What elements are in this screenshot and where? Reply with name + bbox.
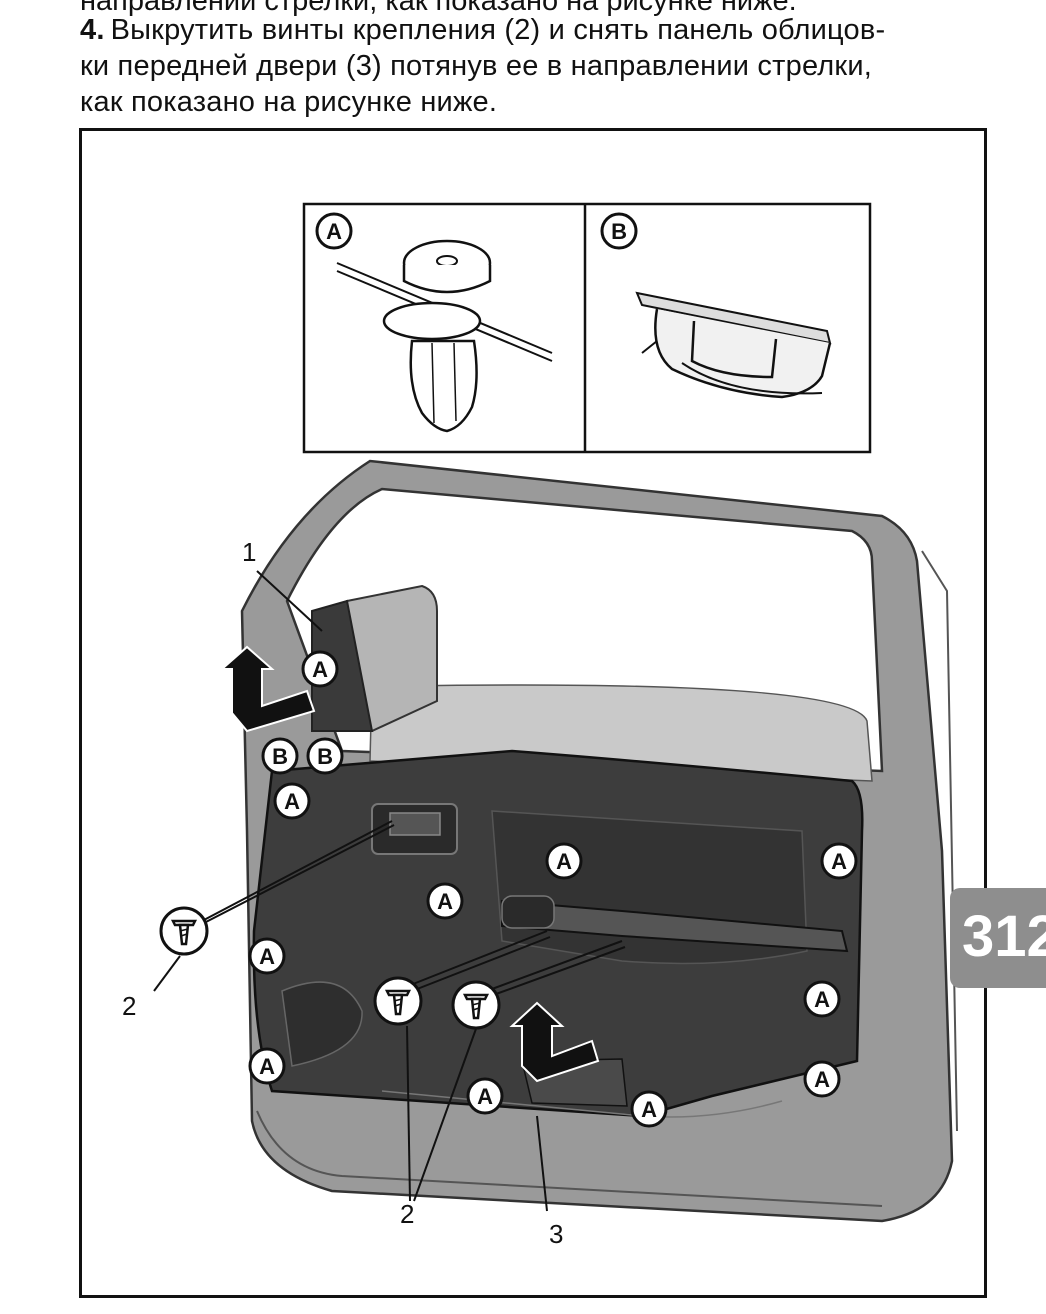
screw-marker-center [373,976,423,1026]
clip-a-marker [820,842,858,880]
clip-a-marker [803,1060,841,1098]
screw-marker-left [159,906,209,956]
clip-a-marker [545,842,583,880]
inset-b-label: B [600,212,638,250]
clip-a-marker [273,782,311,820]
inset-b-clip-drawing [635,291,832,399]
leader-lines [153,570,626,1212]
step-number: 4. [80,14,105,46]
door-trim-panel [252,749,864,1118]
callout-1: 1 [242,537,256,567]
callout-2-left: 2 [122,991,136,1021]
instruction-line-1-text: Выкрутить винты крепления (2) и снять па… [110,14,886,46]
clip-a-marker [248,1047,286,1085]
inset-panels: A B [302,202,872,454]
door-panel-illustration: A B [122,202,958,1249]
clip-a-marker [630,1090,668,1128]
mirror-cover [346,584,438,732]
clip-b-marker [306,737,344,775]
instruction-line-1: 4.Выкрутить винты крепления (2) и снять … [80,12,992,48]
instruction-line-2: ки передней двери (3) потянув ее в напра… [80,50,872,82]
clip-a-marker [426,882,464,920]
cutoff-previous-line: направлении стрелки, как показано на рис… [80,0,797,17]
page-number-tab: 312 [950,888,1046,988]
clip-a-marker [301,650,339,688]
svg-text:B: B [611,219,627,244]
inset-a-clip-drawing [336,239,553,433]
pull-direction-arrow-lower [509,1001,600,1083]
svg-text:A: A [326,219,342,244]
screw-marker-right [451,980,501,1030]
pull-direction-arrow-upper [219,645,316,733]
clip-a-marker [803,980,841,1018]
clip-a-marker [466,1077,504,1115]
callout-3: 3 [549,1219,563,1249]
instruction-line-3: как показано на рисунке ниже. [80,86,498,118]
clip-b-marker [261,737,299,775]
door-panel-figure: A B [79,128,987,1298]
page-number: 312 [962,904,1046,969]
clip-a-marker [248,937,286,975]
instruction-paragraph: 4.Выкрутить винты крепления (2) и снять … [80,12,992,120]
inset-a-label: A [315,212,353,250]
callout-2-bottom: 2 [400,1199,414,1229]
